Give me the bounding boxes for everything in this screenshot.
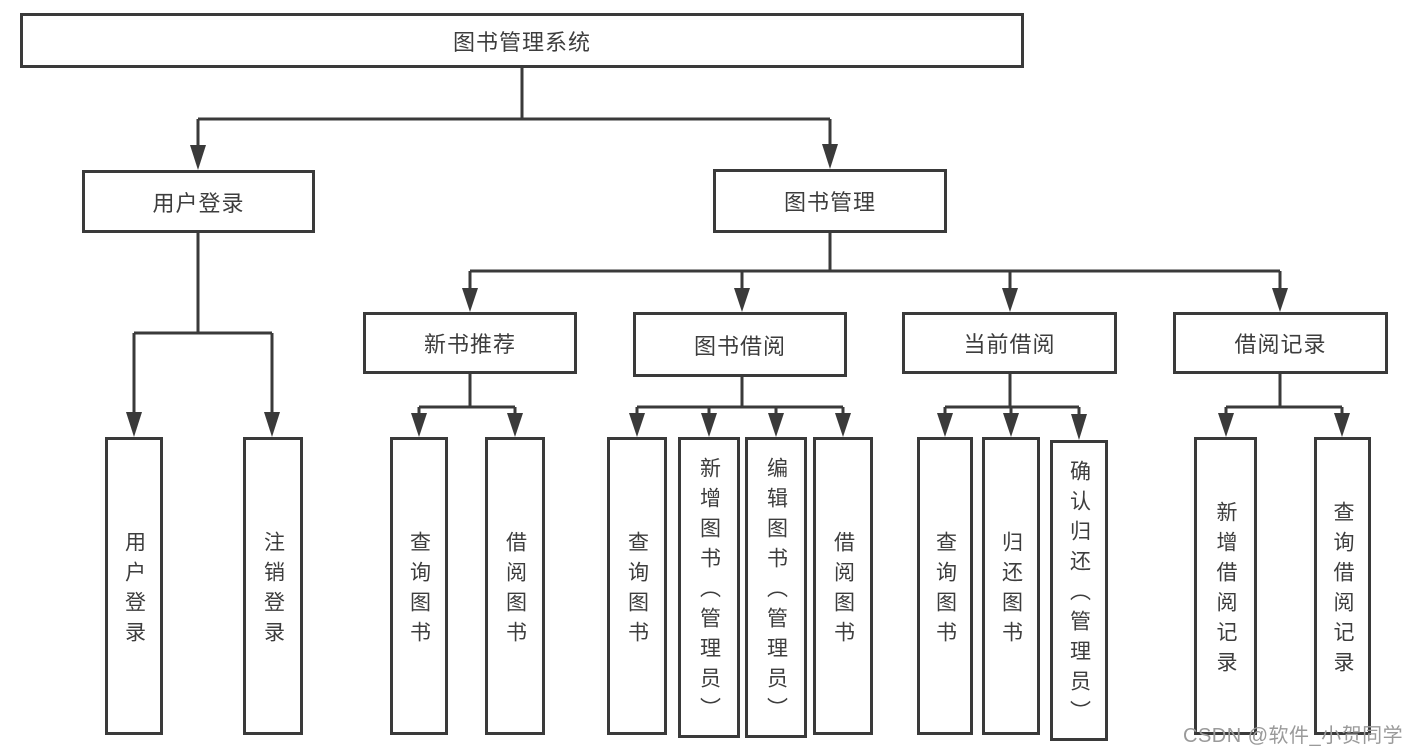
node-label: 借阅记录 xyxy=(1234,332,1327,357)
node-current-borrowing: 当前借阅 xyxy=(902,312,1117,374)
node-leaf-borrow-books-2: 借阅图书 xyxy=(813,437,873,735)
node-label: 注销登录 xyxy=(261,530,285,651)
node-new-book-recommend: 新书推荐 xyxy=(363,312,577,374)
node-label: 确认归还（管理员） xyxy=(1067,460,1091,730)
node-label: 查询借阅记录 xyxy=(1331,500,1354,681)
node-label: 当前借阅 xyxy=(963,332,1056,357)
node-label: 用户登录 xyxy=(122,530,146,651)
node-leaf-confirm-return-admin: 确认归还（管理员） xyxy=(1050,440,1108,741)
node-label: 图书管理 xyxy=(783,190,876,215)
node-leaf-query-books-1: 查询图书 xyxy=(390,437,448,735)
csdn-watermark: CSDN @软件_小贺同学 xyxy=(1183,725,1404,747)
node-leaf-query-borrow-record: 查询借阅记录 xyxy=(1314,437,1371,735)
node-label: 图书管理系统 xyxy=(452,29,591,55)
node-label: 新增图书（管理员） xyxy=(697,457,721,727)
node-label: 借阅图书 xyxy=(831,530,855,651)
node-leaf-query-books-2: 查询图书 xyxy=(607,437,667,735)
node-label: 借阅图书 xyxy=(503,530,527,651)
node-label: 新增借阅记录 xyxy=(1214,500,1237,681)
node-label: 查询图书 xyxy=(933,530,957,651)
node-label: 归还图书 xyxy=(999,530,1023,651)
node-leaf-edit-books-admin: 编辑图书（管理员） xyxy=(745,437,807,738)
node-label: 编辑图书（管理员） xyxy=(764,457,788,727)
node-book-borrowing: 图书借阅 xyxy=(633,312,847,377)
node-leaf-user-login: 用户登录 xyxy=(105,437,163,735)
node-leaf-logout: 注销登录 xyxy=(243,437,303,735)
node-leaf-query-books-3: 查询图书 xyxy=(917,437,973,735)
node-library-management-system: 图书管理系统 xyxy=(20,13,1024,68)
node-user-login: 用户登录 xyxy=(82,170,315,233)
node-book-management: 图书管理 xyxy=(713,169,947,233)
node-leaf-borrow-books-1: 借阅图书 xyxy=(485,437,545,735)
node-label: 新书推荐 xyxy=(423,332,516,357)
node-label: 查询图书 xyxy=(625,530,649,651)
node-leaf-return-books: 归还图书 xyxy=(982,437,1040,735)
node-label: 用户登录 xyxy=(152,190,245,216)
node-leaf-add-books-admin: 新增图书（管理员） xyxy=(678,437,740,738)
node-label: 图书借阅 xyxy=(693,333,786,359)
arrowhead-icons xyxy=(126,144,1350,440)
node-label: 查询图书 xyxy=(407,530,431,651)
node-leaf-add-borrow-record: 新增借阅记录 xyxy=(1194,437,1257,735)
node-borrowing-records: 借阅记录 xyxy=(1173,312,1388,374)
